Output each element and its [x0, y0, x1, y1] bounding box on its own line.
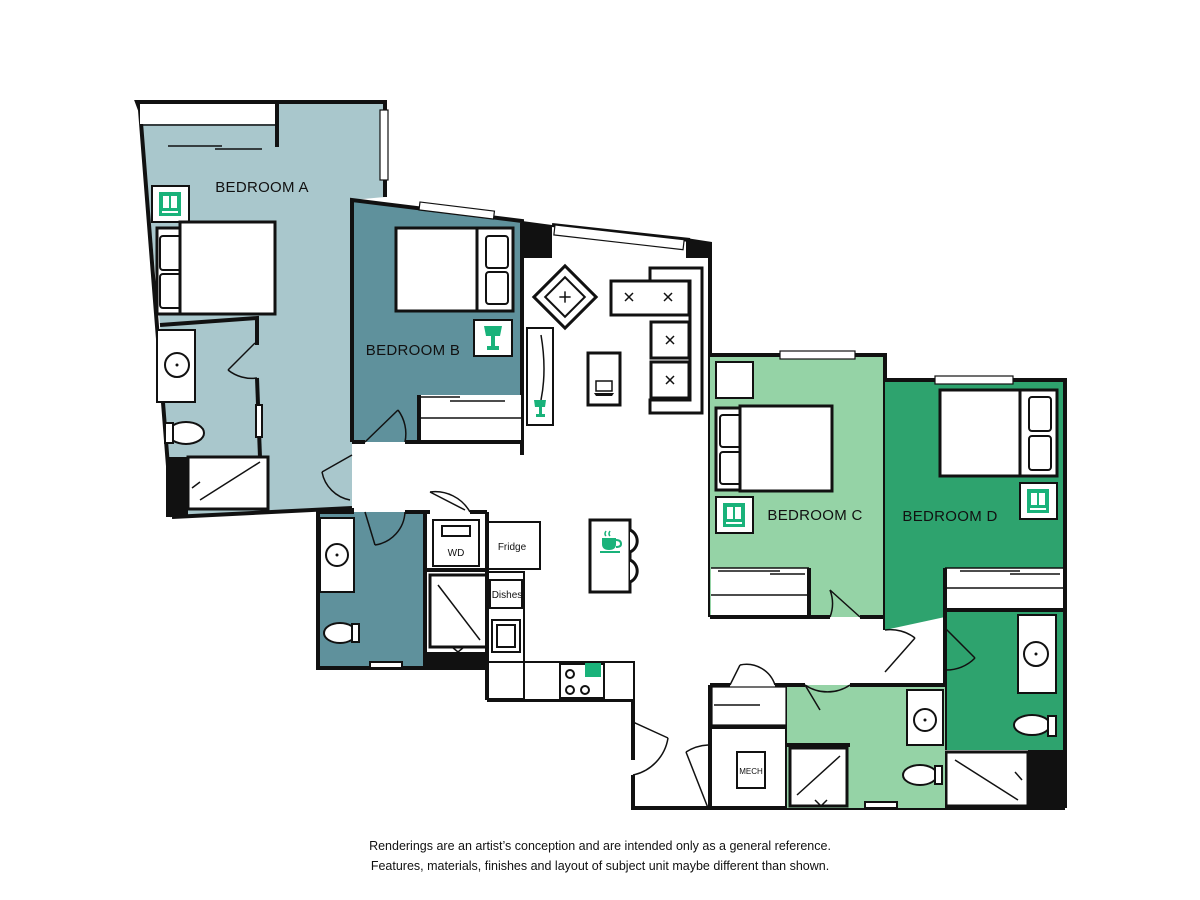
bedroom-d — [884, 375, 1067, 808]
mechanical-label: MECH — [739, 767, 763, 776]
sofa — [609, 266, 704, 415]
disclaimer-line-2: Features, materials, finishes and layout… — [370, 859, 830, 873]
bedroom-b — [350, 197, 552, 444]
bedroom-b-label: BEDROOM B — [366, 342, 460, 359]
desk-lamp-icon — [484, 326, 502, 350]
charging-station-icon — [159, 192, 181, 216]
charging-station-icon — [723, 503, 745, 527]
armchair — [531, 263, 599, 331]
bedroom-c — [710, 350, 887, 630]
disclaimer-line-1: Renderings are an artist’s conception an… — [369, 839, 831, 853]
washer-dryer-label: WD — [448, 548, 465, 559]
bedroom-c-label: BEDROOM C — [767, 507, 862, 524]
mechanical-room: MECH — [708, 663, 789, 808]
coffee-cup-icon — [600, 530, 623, 553]
fridge-label: Fridge — [498, 542, 527, 553]
bedroom-a-label: BEDROOM A — [215, 179, 309, 196]
bathroom-c — [787, 683, 945, 809]
dishwasher-label: Dishes — [492, 590, 523, 601]
living-area — [520, 223, 712, 617]
charging-station-icon — [1027, 489, 1049, 513]
bedroom-a — [134, 100, 389, 519]
desk-lamp-icon — [534, 400, 546, 417]
bedroom-d-label: BEDROOM D — [902, 508, 997, 525]
bathroom-b — [316, 454, 489, 670]
laptop-icon — [594, 380, 614, 396]
